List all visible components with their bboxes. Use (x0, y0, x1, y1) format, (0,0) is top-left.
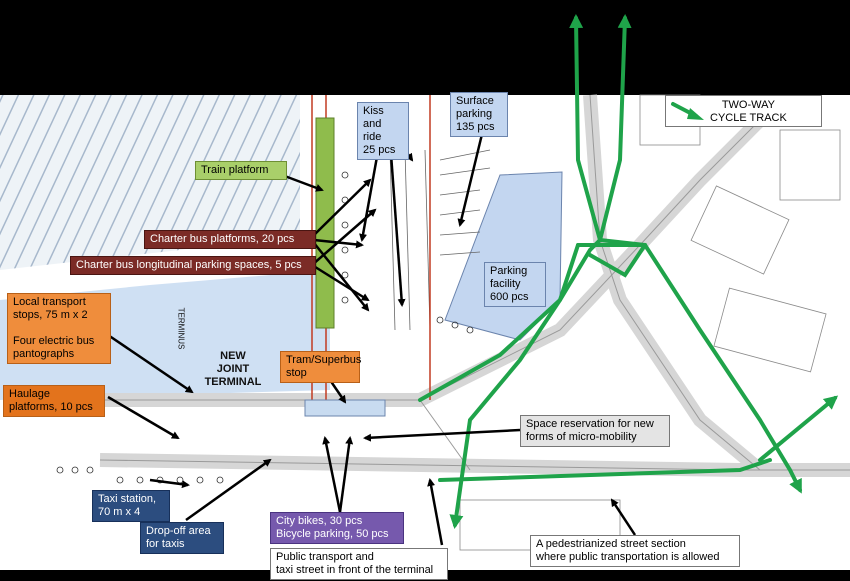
haulage-platforms-label: Haulage platforms, 10 pcs (3, 385, 105, 417)
green-arrow-icon (671, 102, 704, 120)
taxi-station-label: Taxi station, 70 m x 4 (92, 490, 170, 522)
tram-superbus-stop-label: Tram/Superbus stop (280, 351, 361, 383)
tram-stop-strip (304, 399, 386, 417)
train-platform-label: Train platform (195, 161, 287, 180)
pedestrianized-section-label: A pedestrianized street section where pu… (530, 535, 740, 567)
cycle-track-legend: TWO-WAY CYCLE TRACK (665, 95, 822, 127)
local-transport-stops-label: Local transport stops, 75 m x 2 Four ele… (7, 293, 111, 364)
terminus-label: TERMINUS (176, 307, 186, 350)
cycle-tracks (418, 14, 839, 529)
train-platform-bar (315, 117, 335, 329)
surface-parking-label: Surface parking 135 pcs (450, 92, 508, 137)
charter-bus-longitudinal-label: Charter bus longitudinal parking spaces,… (70, 256, 316, 275)
public-transport-street-label: Public transport and taxi street in fron… (270, 548, 448, 580)
legend-label: TWO-WAY CYCLE TRACK (710, 99, 787, 124)
micro-mobility-label: Space reservation for new forms of micro… (520, 415, 670, 447)
city-bikes-label: City bikes, 30 pcs Bicycle parking, 50 p… (270, 512, 404, 544)
drop-off-area-label: Drop-off area for taxis (140, 522, 224, 554)
kiss-and-ride-label: Kiss and ride 25 pcs (357, 102, 409, 160)
parking-facility-label: Parking facility 600 pcs (484, 262, 546, 307)
rail-yard (0, 95, 300, 270)
charter-bus-platforms-label: Charter bus platforms, 20 pcs (144, 230, 316, 249)
new-joint-terminal-label: NEW JOINT TERMINAL (204, 350, 262, 388)
